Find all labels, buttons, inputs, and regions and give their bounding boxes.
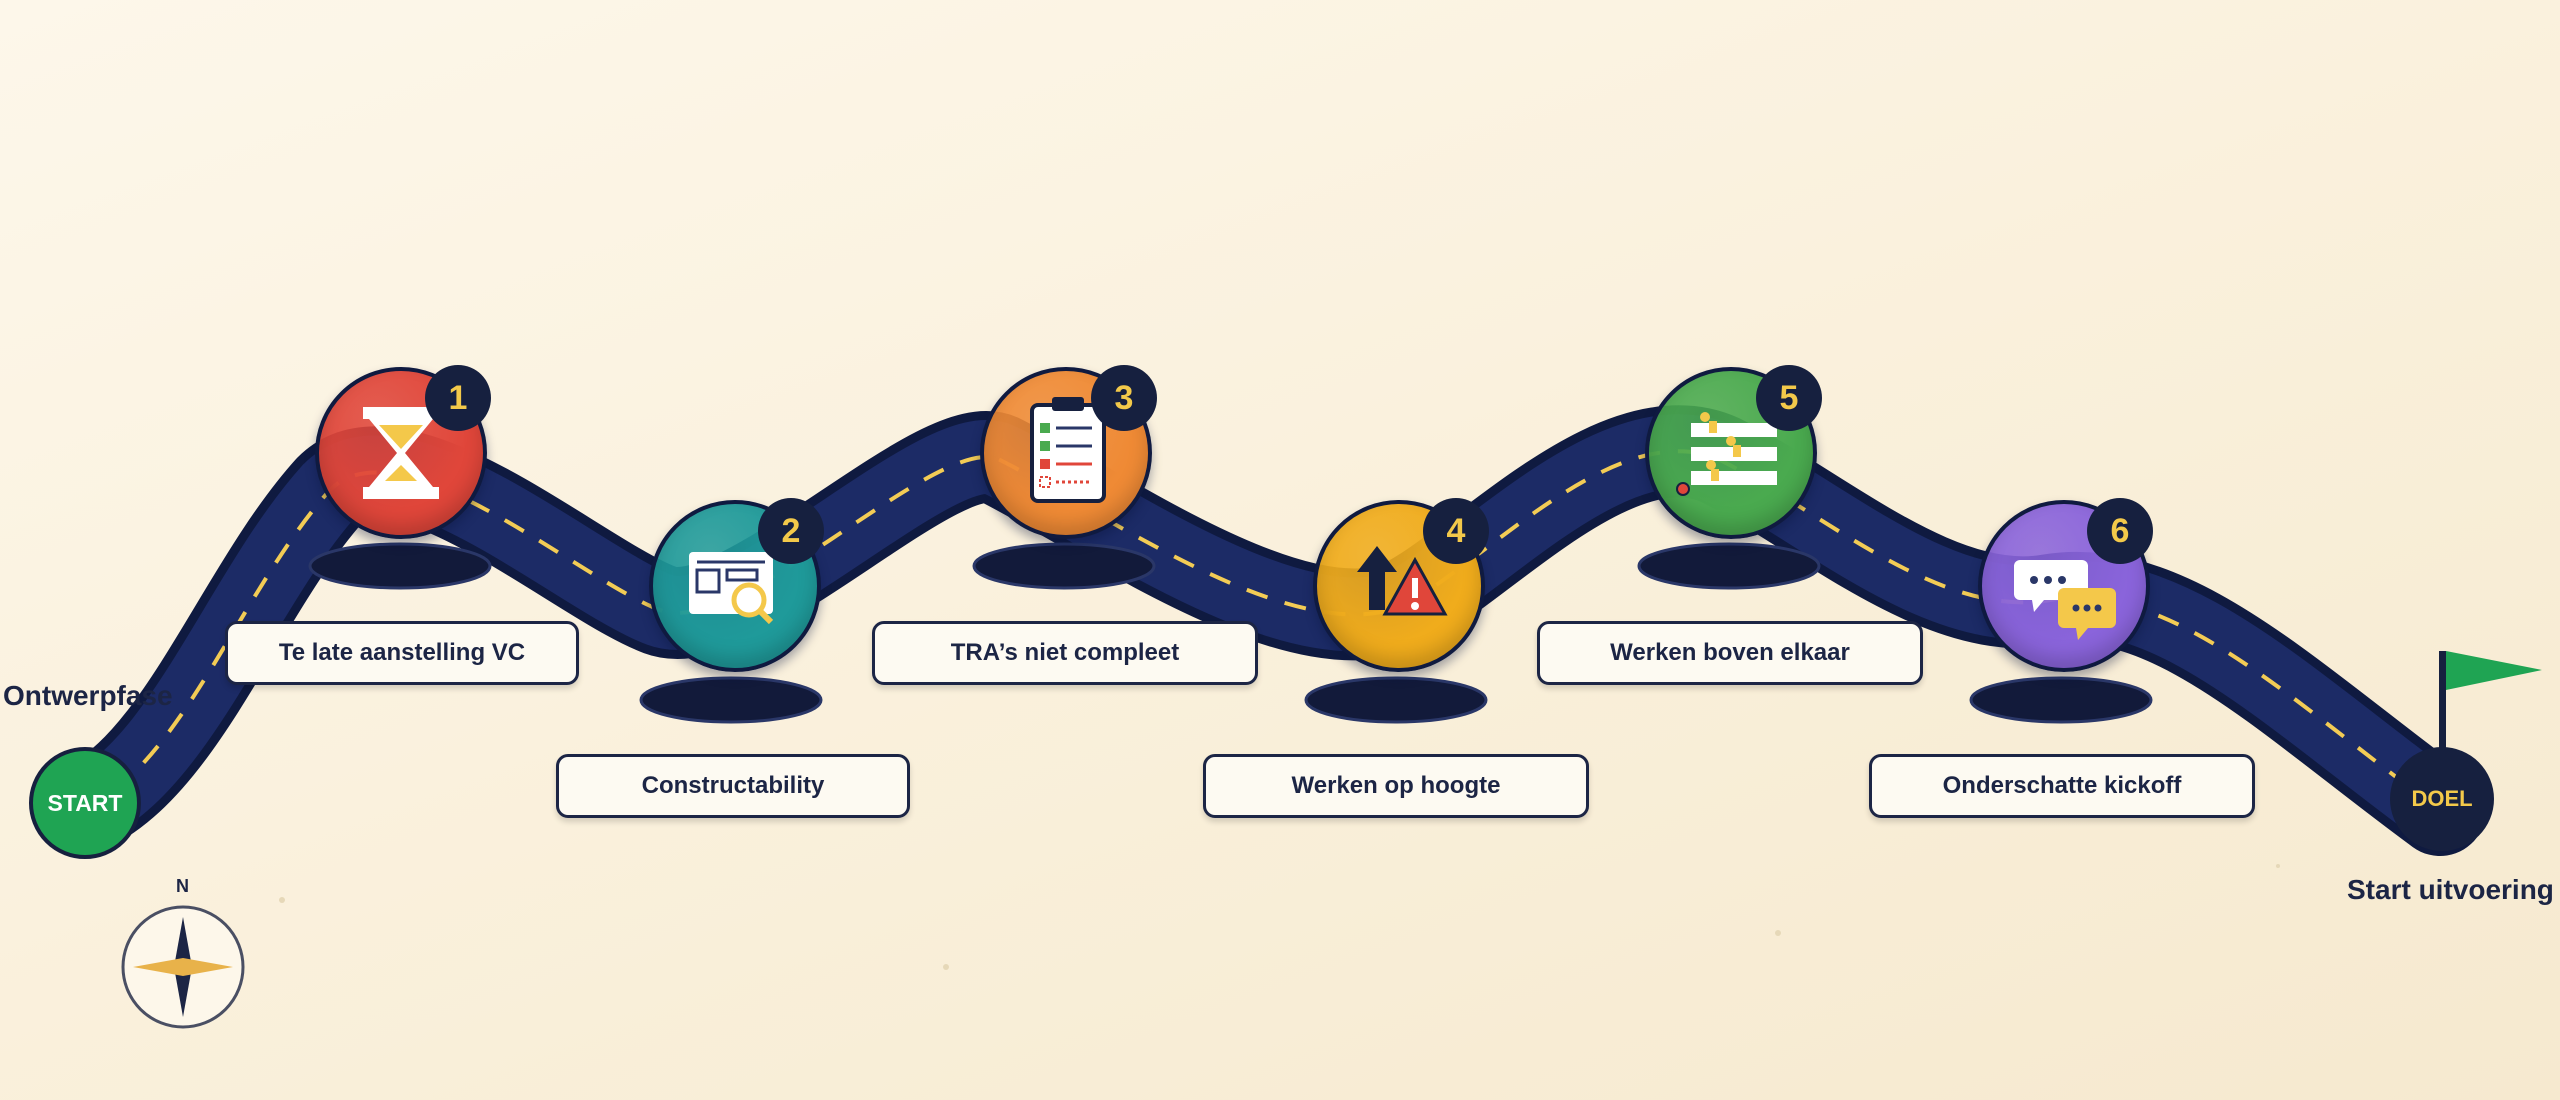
pedestal-1 xyxy=(308,542,492,590)
stacked-layers-icon xyxy=(1676,412,1777,496)
step-5-badge: 5 xyxy=(1756,365,1822,431)
step-2-badge: 2 xyxy=(758,498,824,564)
hourglass-icon xyxy=(363,407,439,499)
step-2-label: Constructability xyxy=(556,754,910,818)
step-6-label: Onderschatte kickoff xyxy=(1869,754,2255,818)
start-label: START xyxy=(47,789,123,816)
clipboard-checklist-icon xyxy=(1030,397,1106,503)
background-specks xyxy=(279,864,2280,970)
step-3-badge: 3 xyxy=(1091,365,1157,431)
pedestals xyxy=(308,542,2153,724)
pedestal-3 xyxy=(972,542,1156,590)
goal-label: DOEL xyxy=(2411,786,2473,811)
goal-marker: DOEL xyxy=(2390,747,2494,851)
compass-icon xyxy=(121,905,245,1029)
pedestal-2 xyxy=(639,676,823,724)
height-warning-icon xyxy=(1357,546,1448,616)
pedestal-5 xyxy=(1637,542,1821,590)
step-3-label: TRA’s niet compleet xyxy=(872,621,1258,685)
step-1-badge: 1 xyxy=(425,365,491,431)
step-1-label: Te late aanstelling VC xyxy=(225,621,579,685)
start-caption: Ontwerpfase xyxy=(3,680,173,711)
step-4-label: Werken op hoogte xyxy=(1203,754,1589,818)
step-6-node xyxy=(1978,500,2150,672)
goal-caption: Start uitvoering xyxy=(2347,874,2554,905)
chat-bubbles-icon xyxy=(2014,560,2116,640)
pedestal-6 xyxy=(1969,676,2153,724)
pedestal-4 xyxy=(1304,676,1488,724)
step-6-badge: 6 xyxy=(2087,498,2153,564)
step-4-node xyxy=(1313,500,1485,672)
step-4-badge: 4 xyxy=(1423,498,1489,564)
goal-flag-icon xyxy=(2439,651,2542,771)
compass-north-label: N xyxy=(176,876,189,896)
blueprint-search-icon xyxy=(689,552,774,625)
start-marker: START xyxy=(29,747,141,859)
step-5-node xyxy=(1645,367,1817,539)
step-5-label: Werken boven elkaar xyxy=(1537,621,1923,685)
